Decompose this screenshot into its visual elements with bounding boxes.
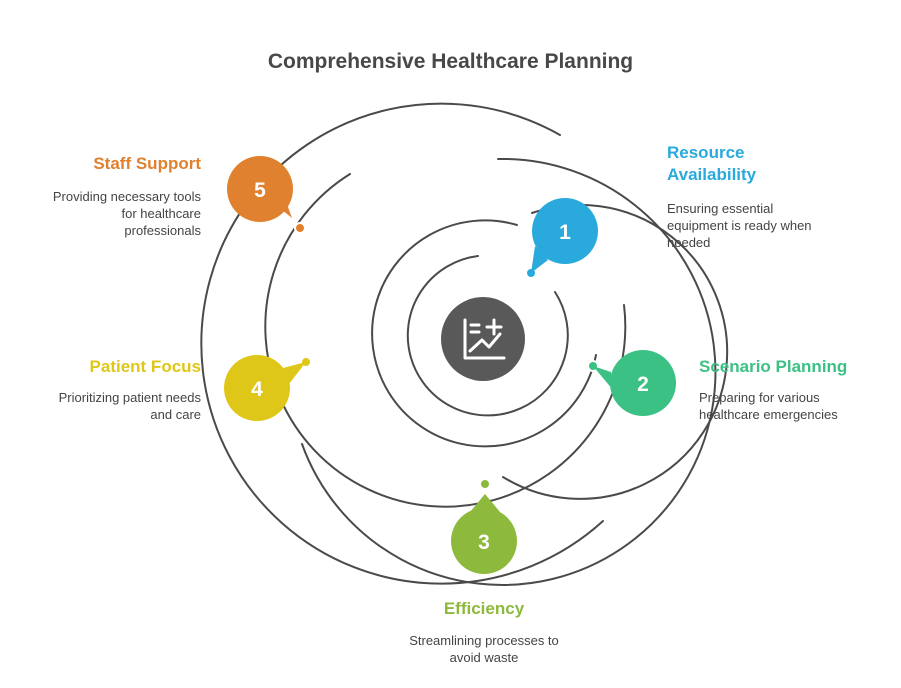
- ring-arc-2: [371, 219, 597, 448]
- item-4-desc-line: and care: [150, 407, 201, 422]
- ring-arc-5: [301, 157, 717, 586]
- badge-4: 4: [224, 355, 306, 421]
- item-1-title-line1: Resource: [667, 143, 745, 162]
- badge-2-number: 2: [637, 373, 649, 396]
- chart-plus-icon: [463, 318, 506, 360]
- item-3-title: Efficiency: [443, 599, 525, 618]
- item-1-desc-line: needed: [667, 235, 711, 250]
- item-3-description: Streamlining processes to avoid waste: [364, 632, 604, 666]
- item-2-title: Scenario Planning: [699, 357, 848, 376]
- item-5-desc-line: for healthcare: [121, 206, 202, 221]
- page-title: Comprehensive Healthcare Planning: [267, 50, 634, 73]
- badge-3-number: 3: [478, 531, 490, 554]
- item-4-desc-line: Prioritizing patient needs: [58, 390, 201, 405]
- connector-dot-3: [479, 478, 491, 490]
- badge-4-number: 4: [251, 378, 263, 401]
- item-1-description: Ensuring essential equipment is ready wh…: [667, 200, 812, 251]
- item-2-desc-line: healthcare emergencies: [699, 407, 838, 422]
- item-5-title: Staff Support: [93, 154, 201, 173]
- item-3-desc-line: avoid waste: [449, 650, 519, 665]
- badge-5: 5: [227, 156, 293, 222]
- item-4-description: Prioritizing patient needs and care: [20, 389, 201, 423]
- item-1-title-line2: Availability: [667, 165, 757, 184]
- ring-arc-4: [264, 173, 627, 508]
- ring-arc-1: [406, 255, 569, 417]
- item-5-desc-line: Providing necessary tools: [52, 189, 201, 204]
- center-hub: [441, 297, 525, 381]
- item-3-desc-line: Streamlining processes to: [409, 633, 559, 648]
- ring-arc-6: [200, 102, 604, 585]
- badge-1-number: 1: [559, 221, 571, 244]
- badge-2: 2: [593, 350, 676, 416]
- connector-dot-5: [294, 222, 306, 234]
- ring-arcs: [200, 102, 729, 586]
- ring-arc-3: [502, 203, 729, 500]
- item-1-desc-line: Ensuring essential: [667, 201, 774, 216]
- item-1-desc-line: equipment is ready when: [667, 218, 812, 233]
- item-5-desc-line: professionals: [124, 223, 201, 238]
- item-1-title: Resource Availability: [667, 142, 756, 186]
- item-5-description: Providing necessary tools for healthcare…: [20, 188, 201, 239]
- item-2-desc-line: Preparing for various: [699, 390, 820, 405]
- badge-3: 3: [451, 494, 517, 574]
- badge-5-number: 5: [254, 179, 266, 202]
- badge-1: 1: [531, 198, 598, 273]
- item-4-title: Patient Focus: [89, 357, 201, 376]
- item-2-description: Preparing for various healthcare emergen…: [699, 389, 838, 423]
